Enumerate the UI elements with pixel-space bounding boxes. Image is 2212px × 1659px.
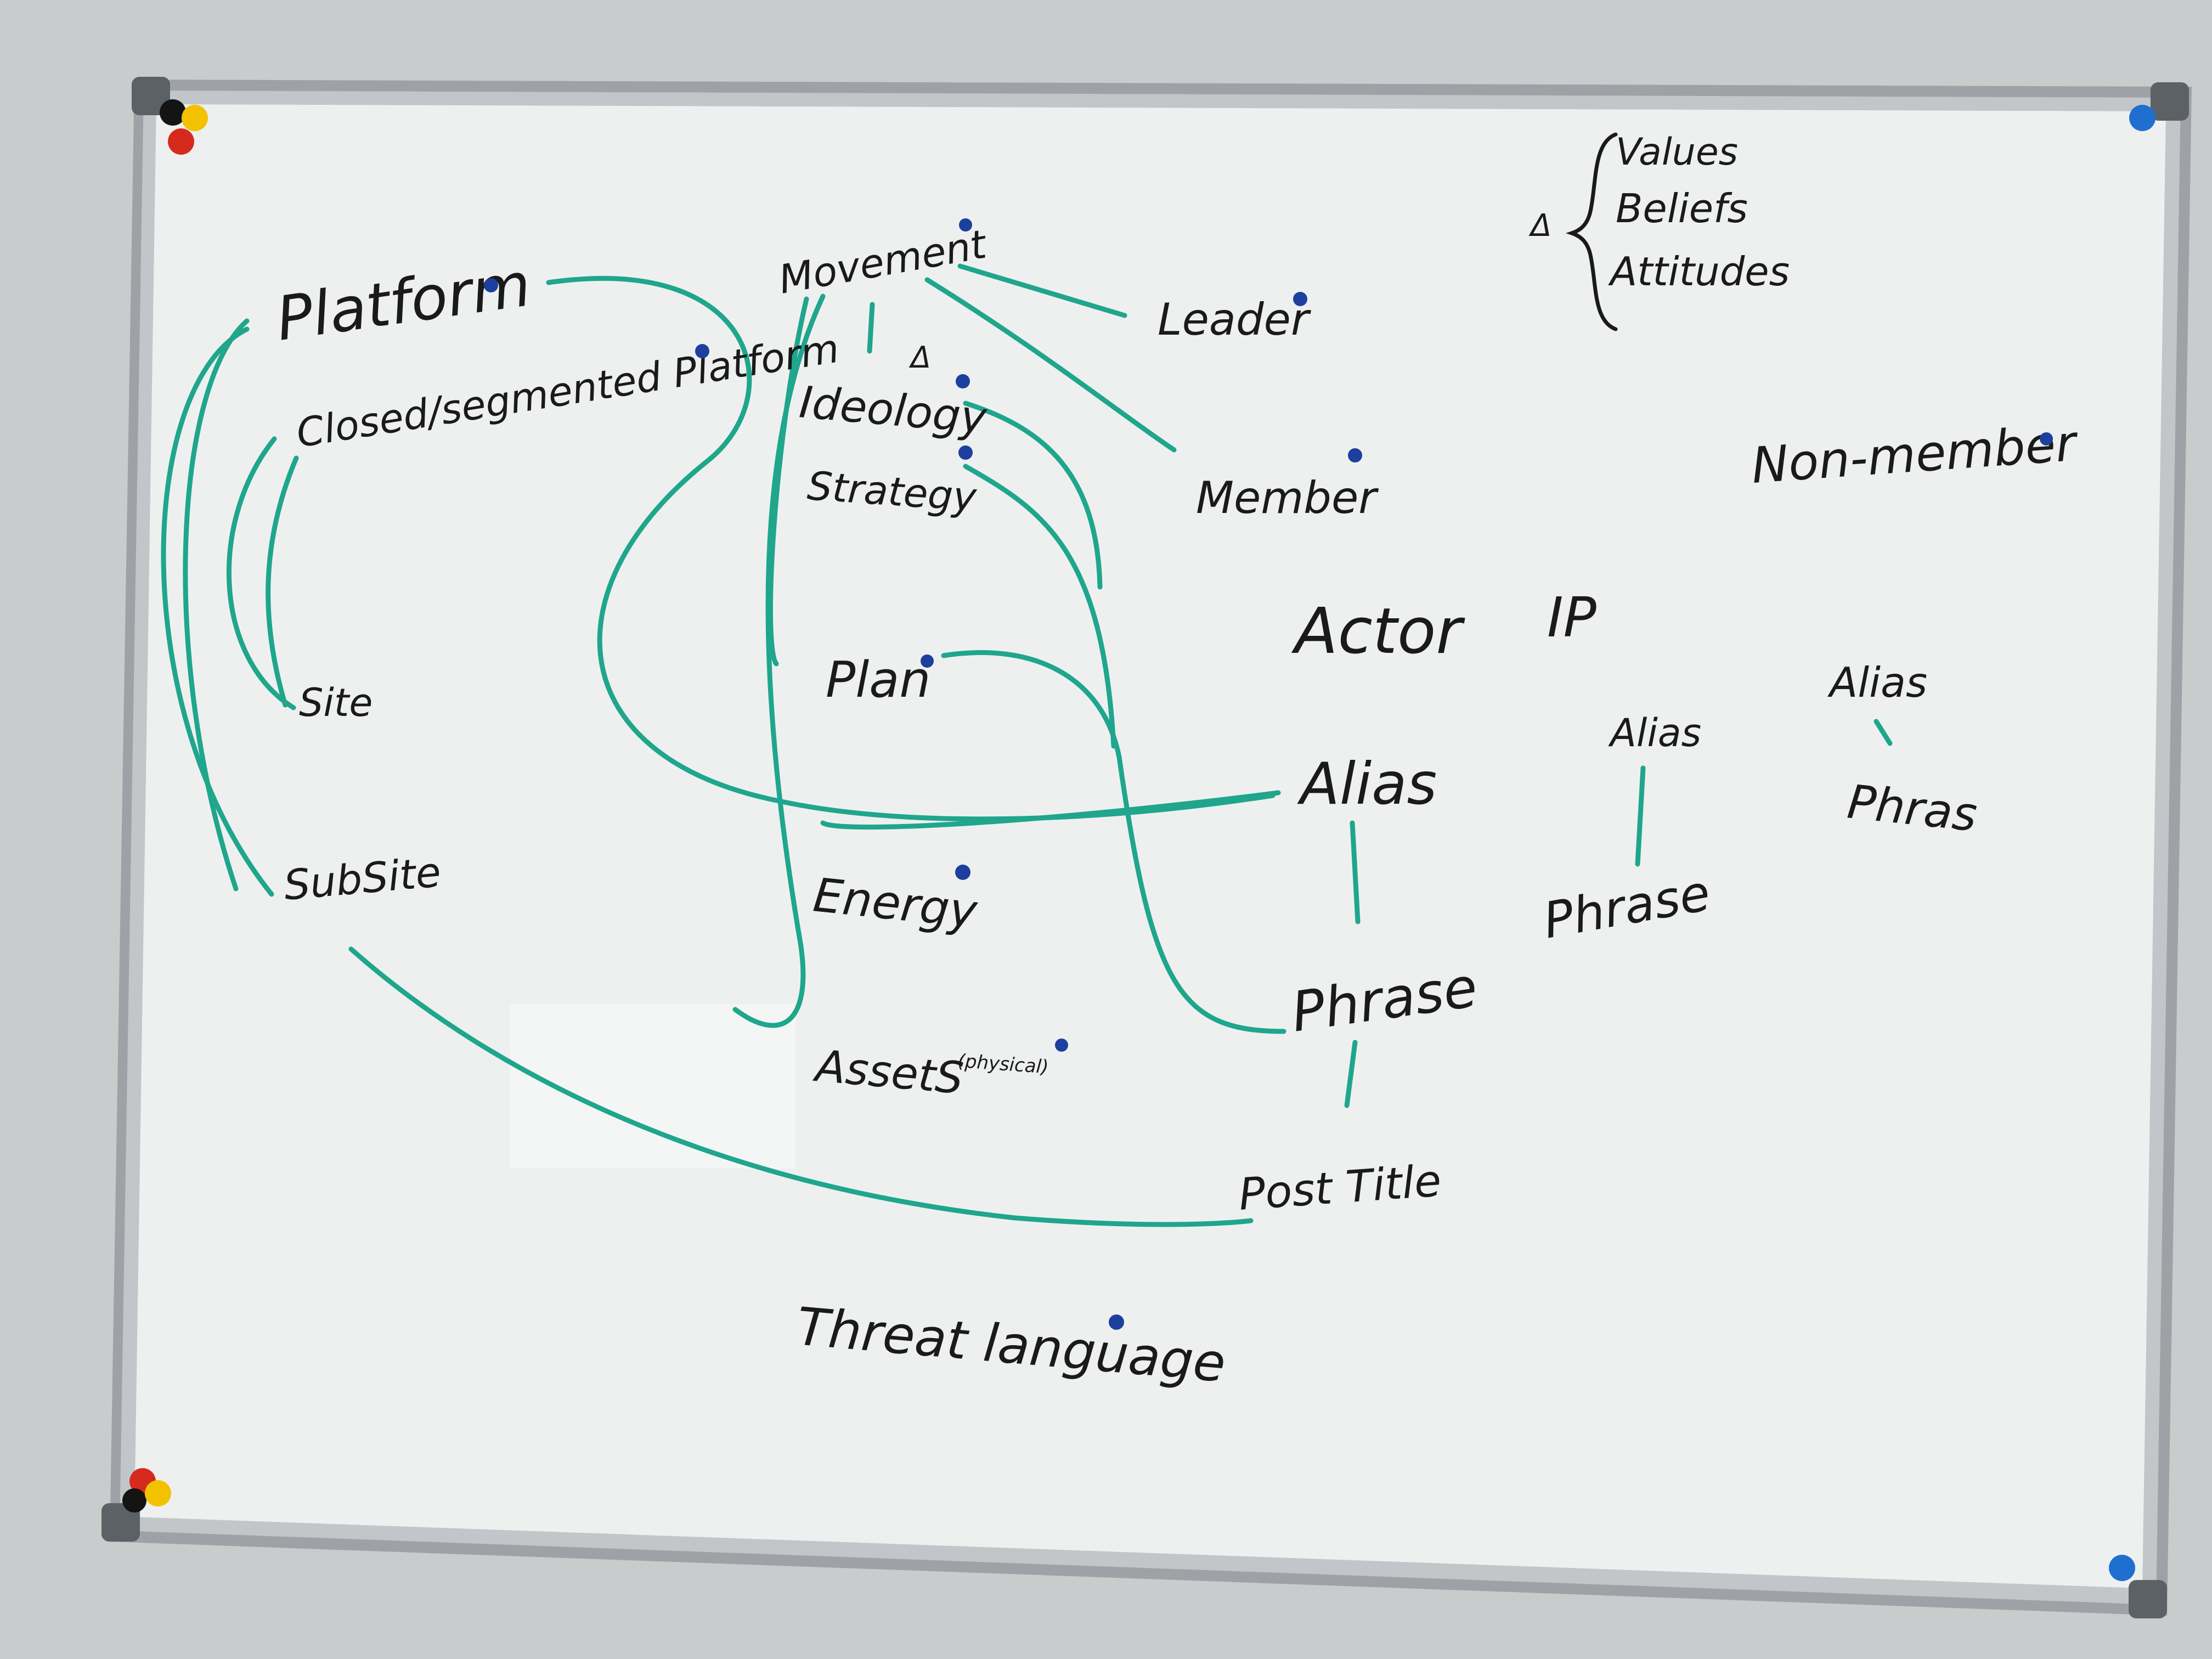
label-site: Site bbox=[299, 680, 373, 725]
label-ip: IP bbox=[1547, 585, 1596, 650]
label-alias-2: Alias bbox=[1608, 710, 1701, 755]
label-alias-3: Alias bbox=[1827, 658, 1927, 707]
label-phrase-3: Phras bbox=[1845, 775, 1980, 842]
label-actor: Actor bbox=[1291, 595, 1465, 668]
connector-lines bbox=[161, 263, 1893, 1227]
delta-icon-ideology: Δ bbox=[909, 340, 931, 375]
blue-dot-icon bbox=[484, 218, 2053, 1330]
label-alias-main: Alias bbox=[1297, 751, 1437, 817]
curly-brace bbox=[1565, 132, 1618, 331]
magnet-icon bbox=[122, 99, 2155, 1581]
label-attitudes: Attitudes bbox=[1608, 249, 1790, 295]
label-beliefs: Beliefs bbox=[1616, 185, 1748, 232]
label-member: Member bbox=[1196, 472, 1379, 523]
whiteboard-frame bbox=[110, 80, 2192, 1616]
label-leader: Leader bbox=[1158, 294, 1312, 345]
delta-icon: Δ bbox=[1528, 208, 1551, 244]
label-plan: Plan bbox=[826, 651, 930, 709]
whiteboard-surface bbox=[134, 104, 2166, 1588]
label-values: Values bbox=[1616, 131, 1738, 174]
corner-bracket-icon bbox=[101, 77, 2189, 1618]
